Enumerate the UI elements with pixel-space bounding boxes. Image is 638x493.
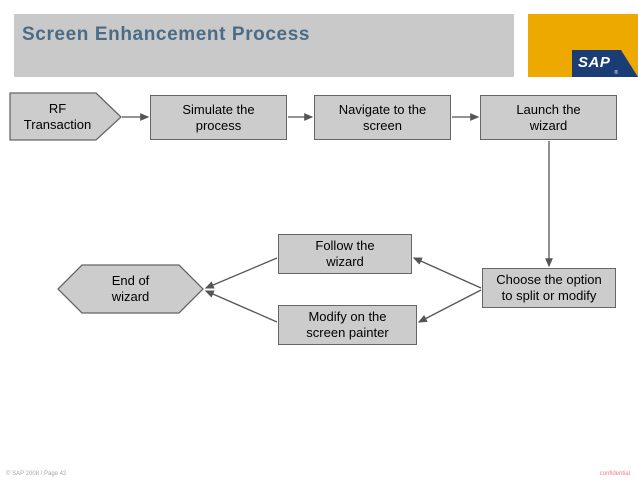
sap-logo: SAP ® (572, 50, 638, 77)
edge-follow-to-end (204, 257, 278, 289)
footer-copyright: © SAP 2008 / Page 42 (6, 471, 67, 477)
sap-logo-notch (621, 50, 638, 77)
title-band (14, 14, 514, 77)
shape-rf-transaction (9, 92, 122, 141)
edge-choose-to-modify (417, 289, 482, 323)
footer-divider (0, 458, 638, 459)
shape-end-of-wizard (57, 264, 204, 314)
registered-mark-icon: ® (614, 70, 618, 76)
footer-confidentiality: confidential (599, 471, 630, 477)
edge-choose-to-follow (412, 257, 482, 289)
page-title: Screen Enhancement Process (22, 24, 311, 45)
sap-logo-wordmark: SAP (578, 54, 611, 71)
edge-modify-to-end (204, 290, 278, 323)
